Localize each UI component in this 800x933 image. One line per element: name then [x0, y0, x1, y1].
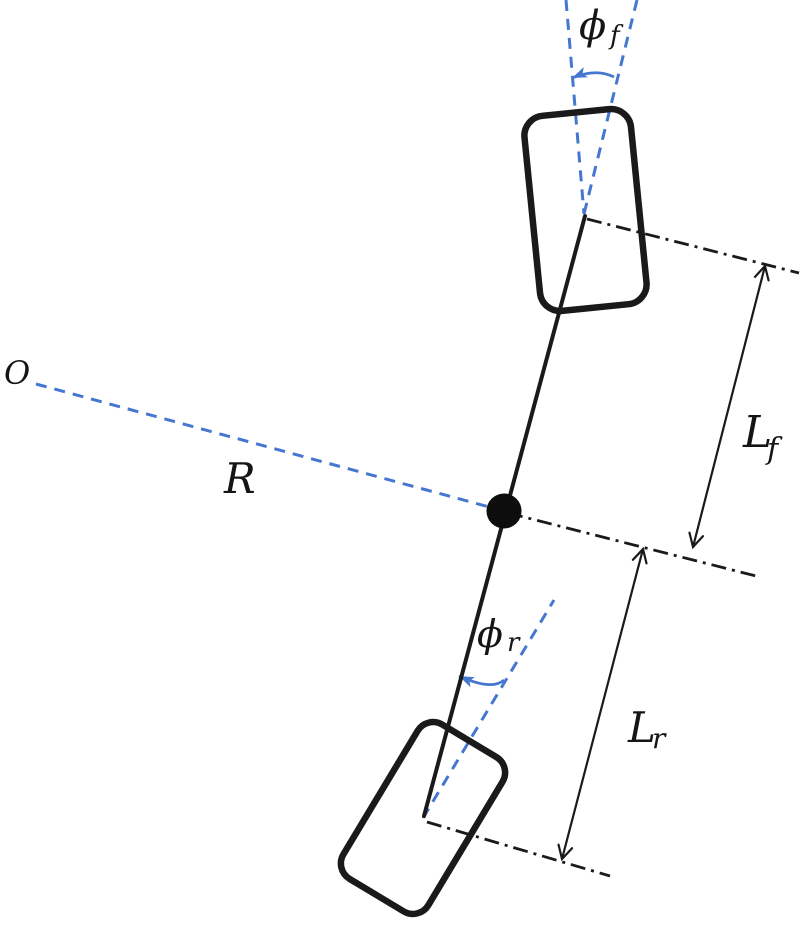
front-wheel	[521, 105, 650, 315]
rear-wheel	[337, 718, 509, 918]
origin-label: O	[4, 354, 30, 392]
front-steer-angle-label: ϕ	[579, 3, 606, 49]
rear-axle-dashdot-line	[426, 820, 611, 878]
rear-length-subscript: r	[652, 722, 667, 755]
cg-dashdot-line	[507, 511, 757, 578]
rear-length-label: L	[627, 703, 656, 752]
rear-steer-angle-subscript: r	[507, 628, 521, 658]
front-length-subscript: f	[765, 432, 783, 467]
front-steer-angle-arc	[571, 67, 615, 80]
front-steer-angle-subscript: f	[608, 21, 624, 51]
lr-dimension-arrow	[557, 546, 648, 862]
turn-radius-label: R	[223, 454, 256, 503]
front-length-label: L	[742, 407, 772, 458]
front-axle-dashdot-line	[586, 217, 800, 275]
rear-wheel-direction-line	[421, 599, 556, 819]
lf-dimension-arrow	[688, 263, 770, 550]
rear-steer-angle-arc	[458, 674, 505, 688]
turn-radius-line	[35, 382, 505, 513]
rear-steer-angle-label: ϕ	[477, 612, 503, 656]
front-wheel-direction-line	[564, 0, 586, 215]
cg-dot	[486, 493, 522, 529]
